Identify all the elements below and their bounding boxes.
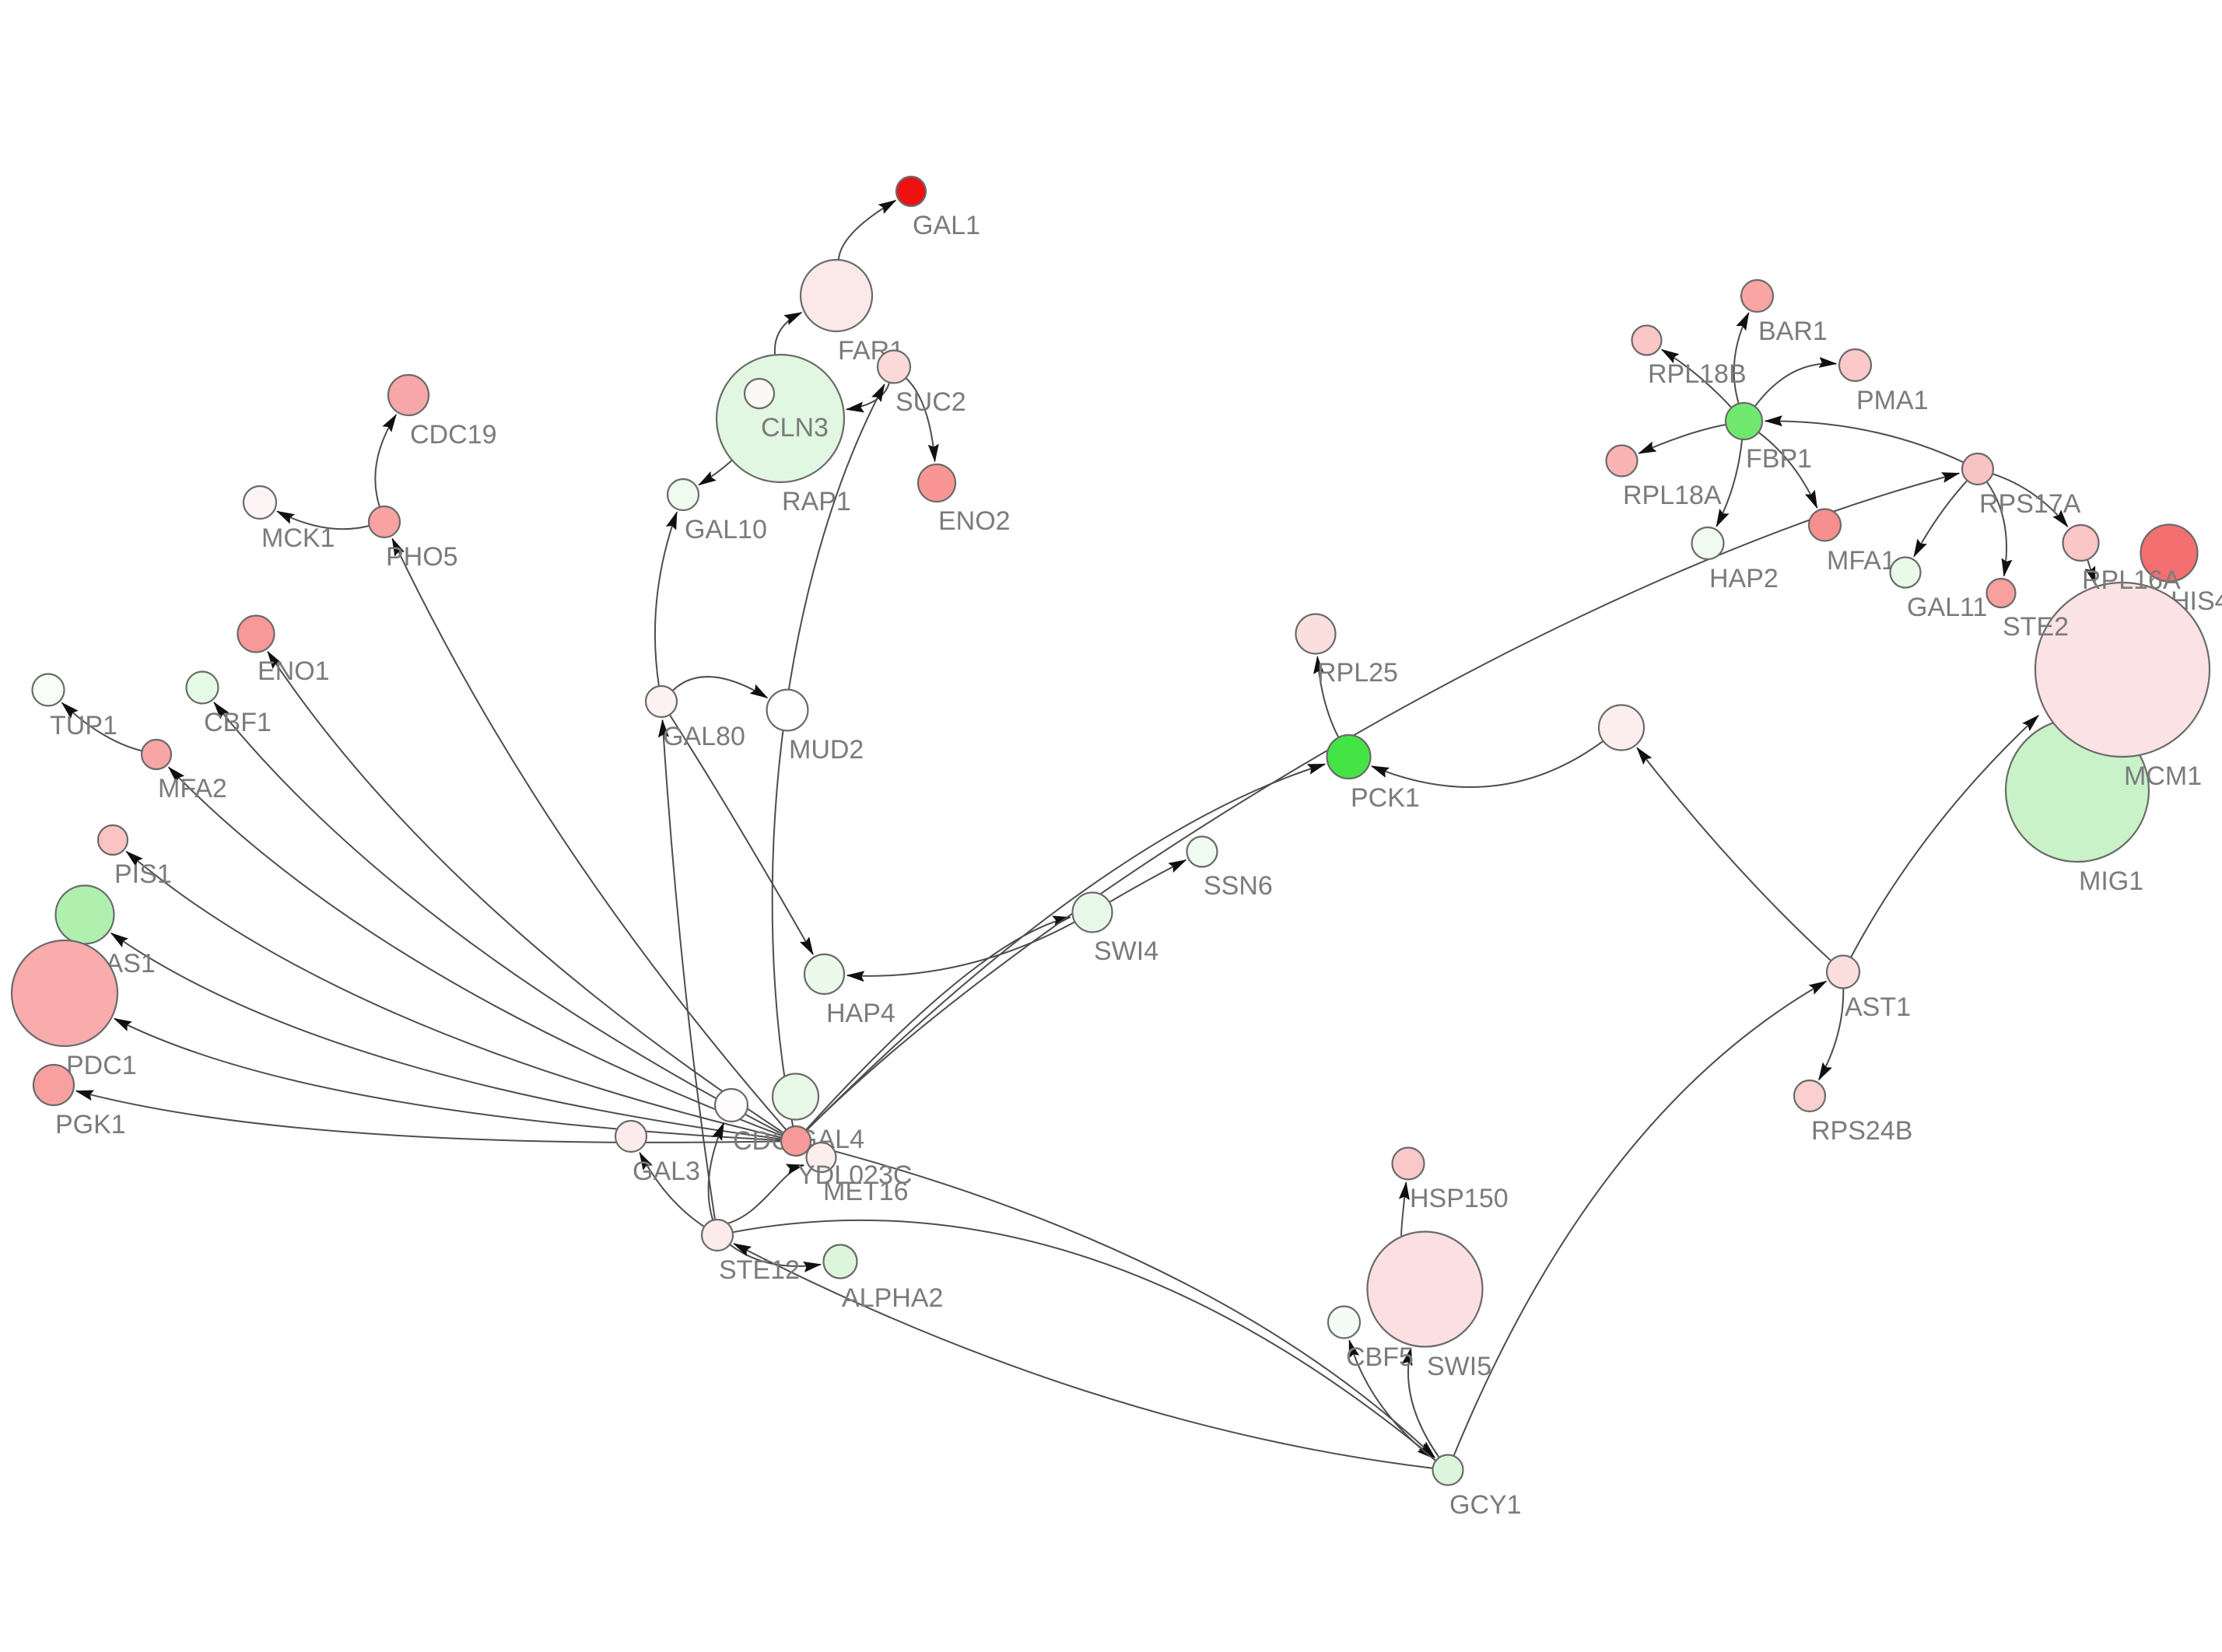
svg-text:CLN3: CLN3 [761,413,829,443]
svg-text:MCM1: MCM1 [2124,761,2202,791]
svg-text:RPL18B: RPL18B [1648,359,1747,389]
svg-text:GAL3: GAL3 [633,1157,700,1186]
svg-text:SSN6: SSN6 [1204,871,1273,901]
svg-text:ALPHA2: ALPHA2 [842,1283,943,1313]
svg-text:PCK1: PCK1 [1351,783,1420,813]
svg-text:GAL11: GAL11 [1907,593,1987,622]
svg-text:PMA1: PMA1 [1856,386,1929,415]
svg-text:RPL16A: RPL16A [2082,565,2181,595]
svg-text:FBP1: FBP1 [1746,444,1812,474]
svg-text:MET16: MET16 [823,1177,909,1206]
svg-text:RPS17A: RPS17A [1979,489,2081,519]
svg-text:MFA2: MFA2 [158,774,227,803]
svg-text:MUD2: MUD2 [789,735,864,765]
svg-text:STE12: STE12 [719,1255,800,1285]
svg-text:TUP1: TUP1 [50,711,117,740]
svg-text:RAP1: RAP1 [782,487,851,516]
svg-text:CBF5: CBF5 [1346,1342,1414,1372]
svg-text:HAP4: HAP4 [826,999,895,1028]
svg-text:RPL25: RPL25 [1317,658,1398,688]
svg-text:MFA1: MFA1 [1827,546,1896,576]
svg-text:MCK1: MCK1 [261,523,335,553]
svg-text:GAL10: GAL10 [685,515,767,544]
svg-text:CBF1: CBF1 [204,708,272,737]
svg-text:STE2: STE2 [2003,612,2069,642]
svg-text:ENO2: ENO2 [938,506,1011,536]
svg-text:MIG1: MIG1 [2079,866,2143,896]
svg-text:RPL18A: RPL18A [1623,481,1722,510]
svg-text:YDL023C: YDL023C [797,1160,912,1190]
svg-text:GAL80: GAL80 [663,722,745,751]
svg-text:PGK1: PGK1 [55,1110,126,1139]
svg-text:PDC1: PDC1 [66,1051,137,1080]
svg-text:GCY1: GCY1 [1449,1490,1522,1520]
svg-text:BAR1: BAR1 [1758,317,1828,346]
svg-text:ENO1: ENO1 [258,656,330,686]
svg-text:AST1: AST1 [1845,992,1911,1022]
svg-text:HAP2: HAP2 [1709,564,1779,593]
svg-text:RPS24B: RPS24B [1811,1116,1912,1146]
svg-text:SWI5: SWI5 [1427,1352,1491,1381]
svg-text:CDC19: CDC19 [410,420,496,450]
svg-text:HSP150: HSP150 [1410,1184,1509,1213]
svg-text:GAL1: GAL1 [913,211,980,240]
svg-text:SWI4: SWI4 [1094,936,1158,966]
svg-text:SUC2: SUC2 [895,387,966,417]
svg-text:PIS1: PIS1 [114,859,172,889]
svg-text:PHO5: PHO5 [386,542,458,572]
